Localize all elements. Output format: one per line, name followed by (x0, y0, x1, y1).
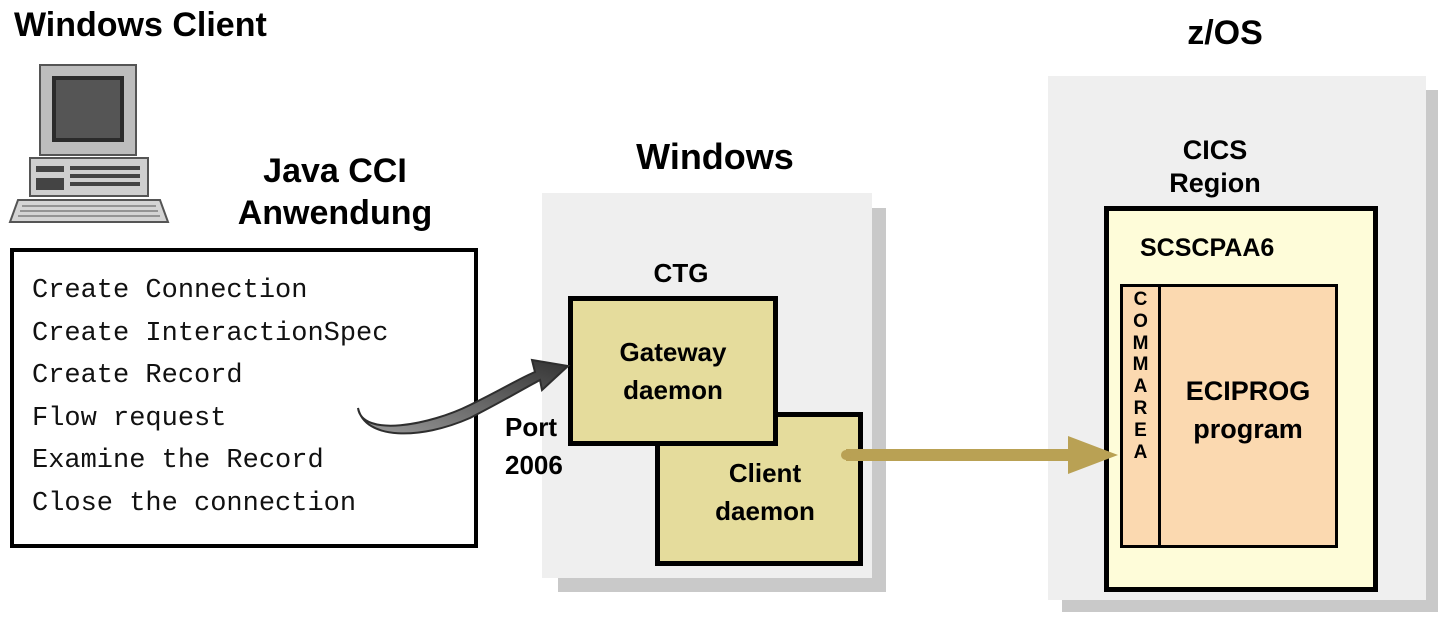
code-line: Create InteractionSpec (32, 318, 389, 349)
transaction-label: SCSCPAA6 (1140, 234, 1275, 262)
ctg-label: CTG (653, 258, 709, 288)
computer-monitor (8, 64, 170, 223)
gateway-daemon-box: Gateway daemon (568, 296, 778, 446)
gateway-daemon-line2: daemon (623, 375, 723, 405)
windows-heading: Windows (636, 136, 794, 177)
commarea-letter: M (1132, 332, 1149, 354)
commarea-letter: M (1132, 354, 1149, 376)
port-label: Port (505, 412, 557, 442)
code-line: Examine the Record (32, 446, 324, 476)
app-title-line1: Java CCI (263, 152, 407, 190)
code-listing-box: Create Connection Create InteractionSpec… (10, 248, 478, 548)
commarea-letter: A (1133, 441, 1148, 463)
commarea-letter: A (1133, 376, 1148, 398)
zos-heading: z/OS (1187, 14, 1263, 52)
commarea-letter: E (1134, 419, 1147, 441)
port-number: 2006 (505, 450, 563, 480)
app-title-line2: Anwendung (237, 194, 433, 232)
code-lines: Create Connection Create InteractionSpec… (14, 252, 474, 525)
code-line: Close the connection (32, 488, 357, 519)
commarea-letter: O (1133, 310, 1148, 332)
code-line: Create Record (32, 361, 243, 391)
client-daemon-line1: Client (728, 458, 802, 488)
cics-label: CICS (1182, 135, 1248, 165)
code-line: Create Connection (32, 276, 308, 306)
windows-client-heading: Windows Client (14, 6, 267, 44)
commarea-letter: C (1133, 289, 1148, 310)
client-daemon-line2: daemon (715, 496, 815, 526)
program-name: ECIPROG (1185, 376, 1311, 406)
region-label: Region (1169, 168, 1261, 198)
code-line: Flow request (32, 403, 227, 434)
commarea-letter: R (1133, 397, 1148, 419)
program-label: program (1193, 414, 1303, 444)
gateway-daemon-line1: Gateway (619, 337, 727, 367)
